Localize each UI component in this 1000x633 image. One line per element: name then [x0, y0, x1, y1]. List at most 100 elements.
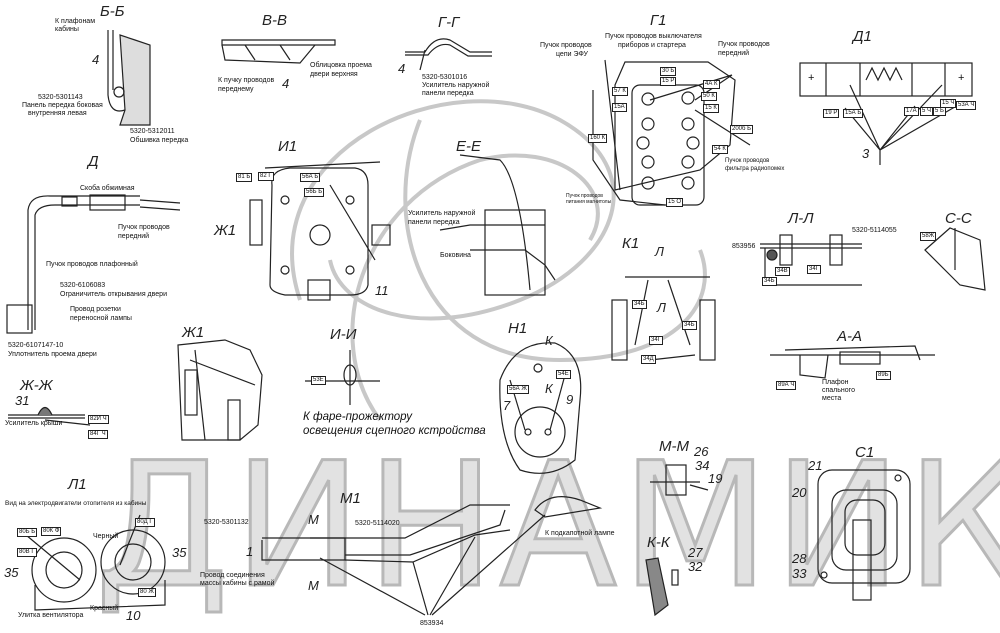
- section-mm-title: М-М: [659, 438, 689, 455]
- part-number: 5320-5114020: [355, 520, 400, 527]
- section-zh1-title: Ж1: [182, 324, 205, 341]
- label: спального: [822, 387, 855, 394]
- wire-tag: 82 Г: [258, 172, 274, 181]
- wire-tag: 56А Б: [300, 173, 321, 182]
- c1-plate-drawing: [817, 469, 911, 601]
- section-ref-zh1: Ж1: [214, 222, 237, 239]
- section-d-title: Д: [88, 153, 99, 170]
- label: переднему: [218, 86, 254, 93]
- label: К подкапотной лампе: [545, 530, 615, 537]
- section-gg-drawing: [405, 38, 492, 71]
- label: Боковина: [440, 252, 471, 259]
- section-kk-title: К-К: [647, 534, 670, 551]
- callout-number: 1: [246, 544, 254, 559]
- label: Усилитель крыши: [5, 420, 63, 427]
- label: панели передка: [408, 219, 460, 226]
- section-d-drawing: [6, 194, 181, 334]
- callout-number: 9: [566, 392, 574, 407]
- section-mark: М: [308, 578, 319, 593]
- callout-number: 32: [688, 559, 703, 574]
- label: Пучок проводов: [718, 41, 770, 48]
- callout-number: 35: [172, 545, 187, 560]
- label: Облицовка проема: [310, 62, 372, 69]
- callout-number: 11: [375, 283, 389, 298]
- wire-tag: 5 Б: [933, 107, 946, 116]
- k1-assembly-drawing: [611, 276, 716, 361]
- section-ll-title: Л-Л: [788, 210, 814, 227]
- wire-tag: 56А Ж: [507, 385, 529, 394]
- label: внутренняя левая: [28, 110, 87, 117]
- part-number: 5320-5301132: [204, 519, 249, 526]
- wire-tag: 4А К: [703, 80, 720, 89]
- part-number: 853956: [732, 243, 756, 250]
- label: переносной лампы: [70, 315, 132, 322]
- zh1-assembly-drawing: [177, 339, 263, 441]
- label: Пучок проводов: [118, 224, 170, 231]
- wire-tag: 80 Ж: [138, 588, 156, 597]
- watermark-text: ДИНАМИКА 76: [93, 425, 1000, 626]
- callout-number: 34: [695, 458, 710, 473]
- label: освещения сцепного кстройства: [303, 425, 486, 437]
- section-aa-drawing: [770, 345, 935, 379]
- label: Пучок проводов: [725, 158, 770, 164]
- l1-heater-motors-drawing: [19, 514, 166, 611]
- wire-tag: 15 К: [703, 104, 719, 113]
- wire-tag: 57 К: [612, 87, 628, 96]
- label: панели передка: [422, 90, 474, 97]
- wire-tag: 82И Ч: [88, 415, 109, 424]
- m1-frame-drawing: [261, 496, 603, 616]
- wire-tag: 34Б: [682, 321, 697, 330]
- wire-tag: 89А Ч: [776, 381, 797, 390]
- section-mark: Л: [655, 244, 664, 259]
- watermark-swirl: [290, 99, 707, 422]
- wire-tag: 80В Г: [17, 548, 37, 557]
- wire-tag: 89Б: [876, 371, 891, 380]
- section-k1-title: К1: [622, 235, 640, 252]
- callout-number: 19: [708, 471, 723, 486]
- wire-tag: 15А: [612, 103, 627, 112]
- wire-tag: 160 К: [588, 134, 608, 143]
- part-number: 5320-5312011: [130, 128, 175, 135]
- label: Обшивка передка: [130, 137, 189, 144]
- i1-assembly-drawing: [249, 161, 391, 301]
- mm-kk-drawing: [645, 464, 709, 617]
- label: Провод розетки: [70, 306, 121, 313]
- section-mark: К: [545, 381, 553, 396]
- wire-tag: 15 Р: [660, 77, 677, 86]
- callout-number: 33: [792, 566, 807, 581]
- wire-tag: 200б Б: [730, 125, 754, 134]
- section-l1-title: Л1: [68, 476, 87, 493]
- wire-tag: 80Б Б: [17, 528, 38, 537]
- label: Усилитель наружной: [422, 82, 490, 89]
- label: передний: [718, 50, 750, 57]
- callout-number: 28: [792, 551, 807, 566]
- label: кабины: [55, 26, 79, 33]
- label: Черный: [93, 533, 119, 540]
- part-number: 5320-5301016: [422, 74, 468, 81]
- callout-number: 27: [688, 545, 703, 560]
- label: передний: [118, 233, 150, 240]
- label: Пучок проводов плафонный: [46, 261, 138, 268]
- section-ll-drawing: [760, 234, 862, 286]
- wire-tag: 54 К: [712, 145, 728, 154]
- label: Красный: [90, 605, 119, 612]
- wire-tag: 5 Ч: [920, 107, 934, 116]
- callout-number: 7: [503, 398, 511, 413]
- wire-tag: 54Е: [556, 370, 571, 379]
- label: питания магнитолы: [566, 199, 612, 205]
- section-ss-drawing: [924, 227, 986, 291]
- section-zhzh-title: Ж-Ж: [20, 377, 53, 394]
- callout-number: 4: [398, 61, 406, 76]
- label: приборов и стартера: [618, 42, 686, 49]
- wire-tag: 80К Ф: [41, 527, 62, 536]
- section-bb-title: Б-Б: [100, 3, 125, 20]
- section-c1-title: С1: [855, 444, 875, 461]
- callout-number: 3: [862, 146, 870, 161]
- wire-tag: 80Д Г: [135, 518, 155, 527]
- label: К фаре-прожектору: [303, 411, 412, 423]
- wire-tag: 81 Б: [236, 173, 253, 182]
- label: Пучок проводов выключателя: [605, 33, 702, 40]
- wire-tag: 34Г: [649, 336, 663, 345]
- section-vv-title: В-В: [262, 12, 288, 29]
